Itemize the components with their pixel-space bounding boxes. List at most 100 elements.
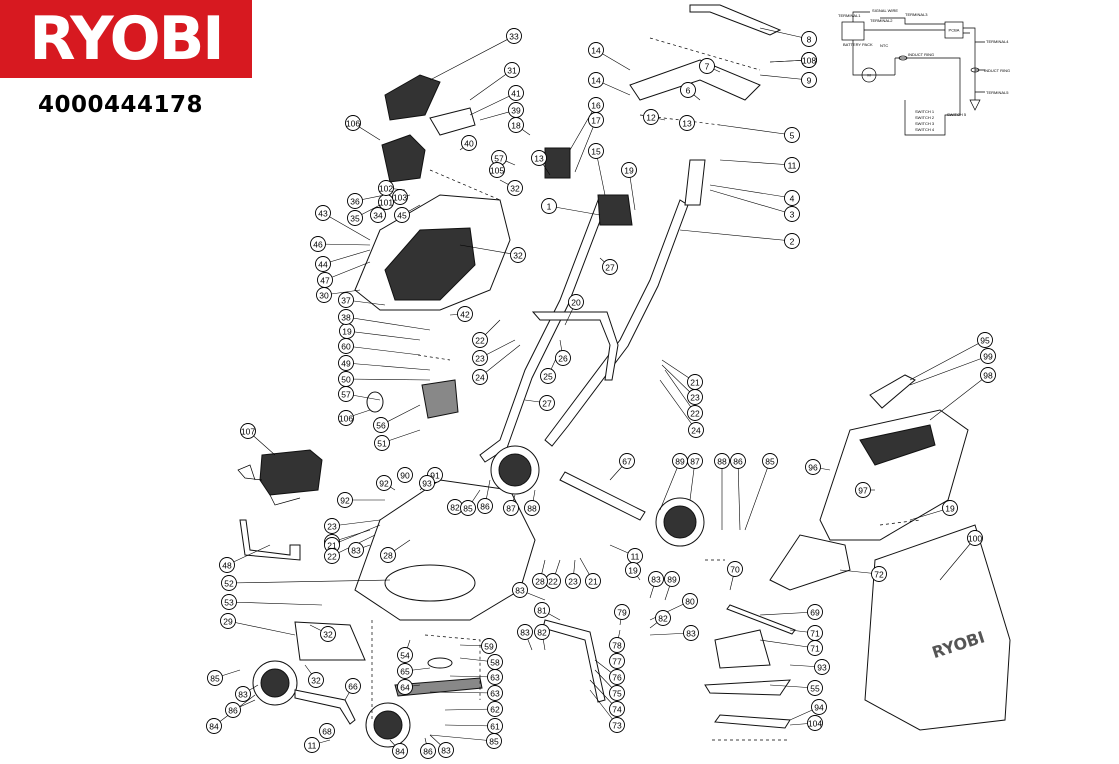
leader-line (469, 92, 517, 116)
callout-number: 76 (612, 673, 622, 683)
callout-22: 22 (324, 548, 340, 564)
callout-circle (855, 482, 871, 498)
leader-line (479, 344, 521, 378)
rod-part (726, 604, 796, 635)
callout-43: 43 (315, 205, 331, 221)
callout-84: 84 (206, 718, 222, 734)
callout-circle (643, 109, 659, 125)
callout-number: 87 (690, 457, 700, 467)
callout-circle (568, 294, 584, 310)
bag-handle-part (869, 374, 916, 409)
callout-77: 77 (609, 653, 625, 669)
callout-circle (397, 467, 413, 483)
callout-number: 5 (790, 131, 795, 141)
bail-bar-part (689, 4, 782, 36)
callout-23: 23 (324, 518, 340, 534)
callout-circle (397, 647, 413, 663)
callout-number: 85 (210, 674, 220, 684)
callout-number: 108 (802, 56, 816, 66)
callout-number: 43 (318, 209, 328, 219)
callout-56: 56 (373, 417, 389, 433)
callout-circle (376, 475, 392, 491)
callout-number: 22 (690, 409, 700, 419)
callout-number: 102 (379, 184, 393, 194)
callout-number: 83 (686, 629, 696, 639)
callout-circle (206, 718, 222, 734)
callout-number: 32 (513, 251, 523, 261)
callout-4: 4 (784, 190, 800, 206)
callout-number: 82 (658, 614, 668, 624)
callout-circle (308, 672, 324, 688)
callout-number: 106 (339, 414, 353, 424)
callout-63: 63 (487, 669, 503, 685)
callout-circle (472, 369, 488, 385)
callout-73: 73 (609, 717, 625, 733)
callout-circle (588, 42, 604, 58)
callout-circle (392, 743, 408, 759)
callout-circle (980, 348, 996, 364)
callout-circle (609, 717, 625, 733)
callout-72: 72 (871, 566, 887, 582)
callout-circle (508, 102, 524, 118)
callout-33: 33 (506, 28, 522, 44)
callout-circle (588, 143, 604, 159)
callout-circle (324, 548, 340, 564)
callout-83: 83 (235, 686, 251, 702)
callout-circle (942, 500, 958, 516)
cable-tie-part (239, 519, 301, 561)
callout-circle (347, 210, 363, 226)
callout-number: 14 (591, 76, 601, 86)
callout-circle (609, 685, 625, 701)
callout-number: 38 (341, 313, 351, 323)
callout-20: 20 (568, 294, 584, 310)
callout-circle (730, 453, 746, 469)
wiring-schematic: M TERMINAL1 SIGNAL WIRE TERMINAL2 TERMIN… (838, 8, 1010, 136)
callout-30: 30 (316, 287, 332, 303)
callout-circle (871, 566, 887, 582)
callout-number: 89 (667, 575, 677, 585)
callout-51: 51 (374, 435, 390, 451)
callout-number: 11 (631, 552, 640, 562)
wire-label-terminal1: TERMINAL1 (838, 13, 861, 18)
callout-85: 85 (486, 733, 502, 749)
callout-92: 92 (337, 492, 353, 508)
callout-28: 28 (532, 573, 548, 589)
callout-2: 2 (784, 233, 800, 249)
callout-number: 18 (511, 121, 521, 131)
callout-54: 54 (397, 647, 413, 663)
callout-number: 106 (346, 119, 360, 129)
leader-line (317, 243, 371, 246)
callout-58: 58 (487, 654, 503, 670)
callout-number: 95 (980, 336, 990, 346)
callout-circle (438, 742, 454, 758)
callout-number: 54 (400, 651, 410, 661)
callout-circle (967, 530, 983, 546)
callout-29: 29 (220, 613, 236, 629)
callout-14: 14 (588, 42, 604, 58)
callout-100: 100 (967, 530, 983, 546)
callout-circle (373, 417, 389, 433)
leader-line (469, 69, 513, 101)
callout-number: 24 (691, 426, 701, 436)
callout-circle (319, 723, 335, 739)
callout-103: 103 (392, 189, 408, 205)
callout-85: 85 (460, 500, 476, 516)
callout-number: 22 (548, 577, 558, 587)
callout-number: 2 (790, 237, 795, 247)
callout-78: 78 (609, 637, 625, 653)
callout-number: 69 (810, 608, 820, 618)
callout-circle (461, 135, 477, 151)
wire-label-terminal4: TERMINAL4 (986, 39, 1009, 44)
callout-82: 82 (534, 624, 550, 640)
wire-label-switch1: SWITCH 1 (915, 109, 935, 114)
callout-number: 19 (945, 504, 955, 514)
callout-31: 31 (504, 62, 520, 78)
callout-number: 87 (506, 504, 516, 514)
callout-number: 57 (341, 390, 351, 400)
callout-circle (487, 701, 503, 717)
leader-line (569, 104, 597, 151)
callout-64: 64 (397, 679, 413, 695)
callout-number: 83 (351, 546, 361, 556)
motor-symbol: M (867, 73, 870, 78)
callout-circle (531, 150, 547, 166)
